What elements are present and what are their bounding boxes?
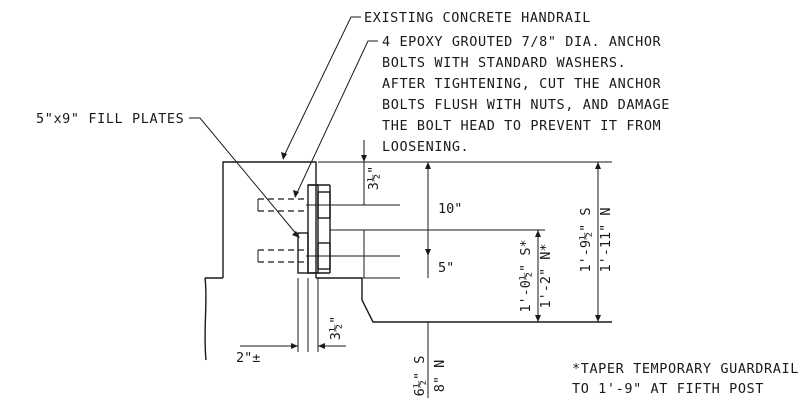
dim-bolt-to-base-s: 1'-0½" S* (518, 239, 534, 312)
dim-plate-offset: 2"± (236, 350, 260, 366)
anchor-bolt-leader (295, 40, 378, 196)
anchor-bolt-note-line: THE BOLT HEAD TO PREVENT IT FROM (382, 118, 661, 134)
fill-plate (297, 232, 309, 274)
dim-top-edge-bolt: 3½" (366, 166, 382, 190)
deck-edge (361, 278, 612, 323)
deck-break-left (204, 277, 207, 361)
fill-plates-leader (189, 117, 299, 237)
anchor-bolt-note-line: AFTER TIGHTENING, CUT THE ANCHOR (382, 76, 662, 92)
anchor-bolt-note-line: BOLTS FLUSH WITH NUTS, AND DAMAGE (382, 97, 670, 113)
handrail-note: EXISTING CONCRETE HANDRAIL (364, 10, 591, 26)
dim-below-n: 8" N (432, 360, 448, 393)
dim-overall-n: 1'-11" N (598, 207, 614, 272)
dim-below-s: 6½" S (412, 356, 428, 397)
anchor-bolt-note-line: 4 EPOXY GROUTED 7/8" DIA. ANCHOR (382, 34, 662, 50)
anchor-bolt-note-line: BOLTS WITH STANDARD WASHERS. (382, 55, 626, 71)
dim-overall-s: 1'-9½" S (578, 207, 594, 272)
anchor-bolt-note-line: LOOSENING. (382, 139, 469, 155)
dim-bolt-to-base-n: 1'-2" N* (538, 243, 554, 308)
anchor-bolt-note: 4 EPOXY GROUTED 7/8" DIA. ANCHOR BOLTS W… (382, 34, 670, 155)
handrail-outline (222, 161, 317, 278)
taper-note-line: *TAPER TEMPORARY GUARDRAIL (572, 361, 799, 377)
fill-plates-note: 5"x9" FILL PLATES (36, 111, 184, 127)
dim-lower-bolt: 5" (438, 260, 454, 276)
dim-bottom-edge: 3½" (328, 316, 344, 340)
taper-note-line: TO 1'-9" AT FIFTH POST (572, 381, 764, 397)
taper-note: *TAPER TEMPORARY GUARDRAIL TO 1'-9" AT F… (572, 361, 799, 397)
dim-bolt-spacing: 10" (438, 201, 462, 217)
handrail-leader (282, 16, 361, 159)
